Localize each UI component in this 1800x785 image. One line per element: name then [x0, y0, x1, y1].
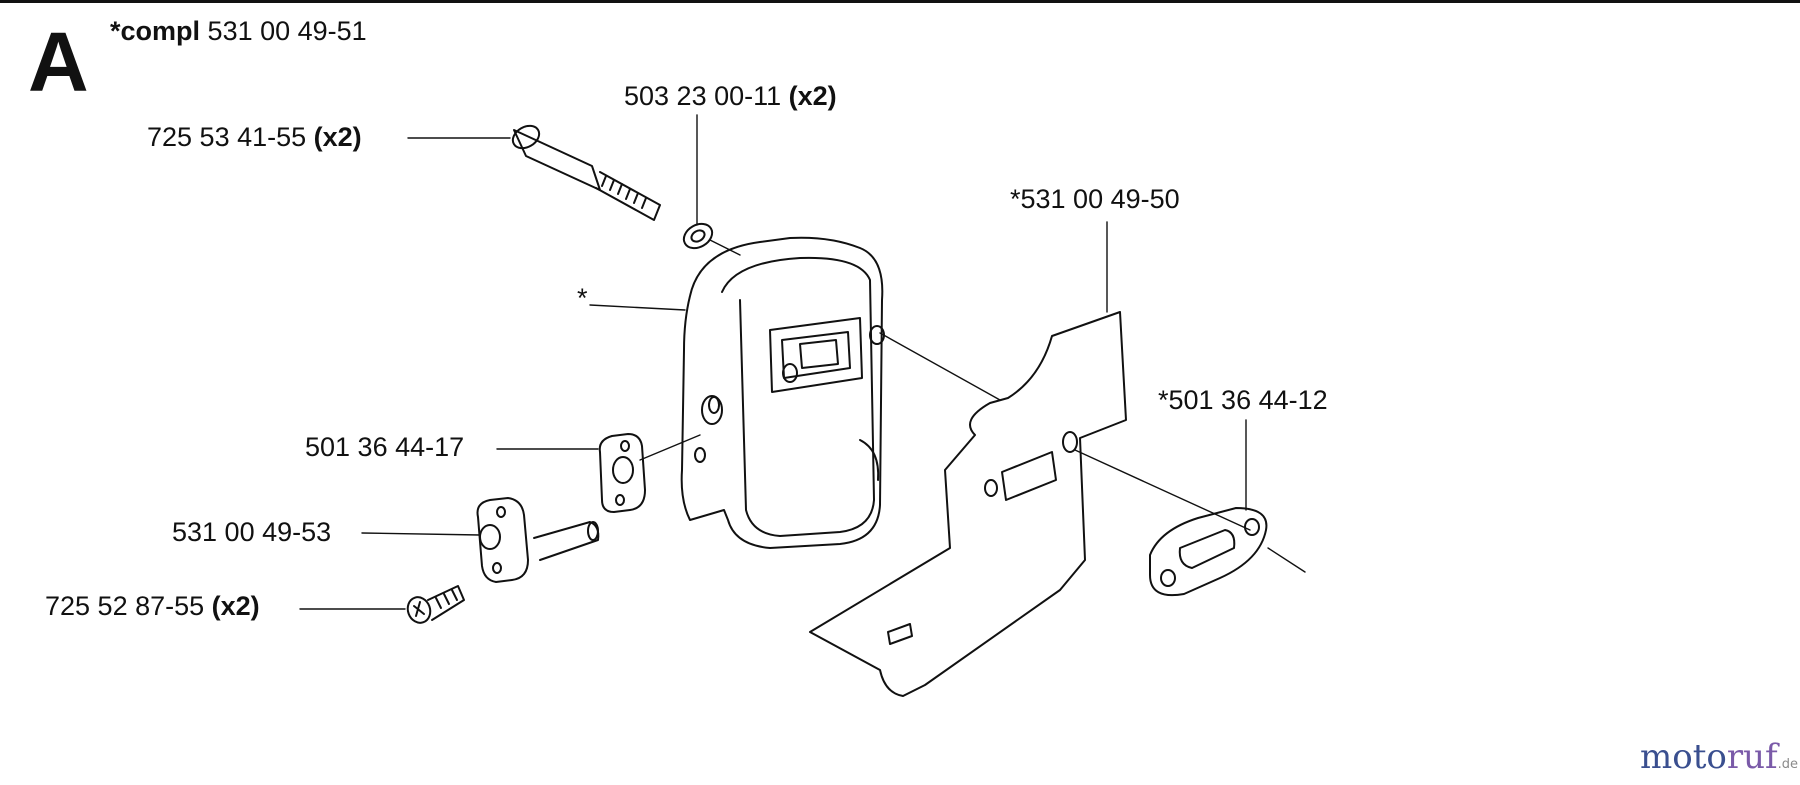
- right-gasket-drawing: [1149, 507, 1268, 597]
- outlet-drawing: [476, 497, 600, 583]
- callout-muffler[interactable]: *: [577, 285, 588, 312]
- callout-screw-qty: (x2): [313, 122, 362, 152]
- callout-outlet-number: 531 00 49-53: [172, 517, 332, 547]
- callout-gasket-right[interactable]: *501 36 44-12: [1158, 387, 1328, 414]
- watermark-part1: moto: [1640, 737, 1727, 777]
- callout-small-screw-number: 725 52 87-55: [45, 591, 205, 621]
- top-rule: [0, 0, 1800, 3]
- callout-muffler-number: *: [577, 283, 588, 313]
- compl-prefix: *compl: [110, 16, 201, 46]
- watermark-logo: motoruf.de: [1640, 740, 1798, 774]
- washer-drawing: [682, 222, 714, 250]
- callout-washer[interactable]: 503 23 00-11 (x2): [624, 83, 837, 110]
- callout-gasket-small-number: 501 36 44-17: [305, 432, 465, 462]
- complete-assembly-label: *compl 531 00 49-51: [110, 18, 367, 45]
- section-letter: A: [28, 15, 89, 109]
- callout-small-screw-qty: (x2): [211, 591, 260, 621]
- callout-plate[interactable]: *531 00 49-50: [1010, 186, 1180, 213]
- small-screw-drawing: [406, 585, 465, 624]
- callout-gasket-right-number: *501 36 44-12: [1158, 385, 1328, 415]
- callout-screw-number: 725 53 41-55: [147, 122, 307, 152]
- mounting-plate-drawing: [809, 311, 1127, 697]
- watermark-tld: .de: [1777, 757, 1798, 772]
- small-gasket-drawing: [598, 433, 646, 513]
- compl-number: 531 00 49-51: [207, 16, 367, 46]
- leader-lines: [299, 114, 1306, 610]
- muffler-drawing: [680, 236, 885, 549]
- callout-plate-number: *531 00 49-50: [1010, 184, 1180, 214]
- callout-washer-number: 503 23 00-11: [624, 81, 782, 111]
- watermark-part2: ruf: [1726, 737, 1778, 777]
- callout-washer-qty: (x2): [788, 81, 837, 111]
- long-screw-drawing: [511, 124, 661, 221]
- callout-outlet[interactable]: 531 00 49-53: [172, 519, 331, 546]
- callout-gasket-small[interactable]: 501 36 44-17: [305, 434, 464, 461]
- callout-screw[interactable]: 725 53 41-55 (x2): [147, 124, 362, 151]
- callout-small-screw[interactable]: 725 52 87-55 (x2): [45, 593, 260, 620]
